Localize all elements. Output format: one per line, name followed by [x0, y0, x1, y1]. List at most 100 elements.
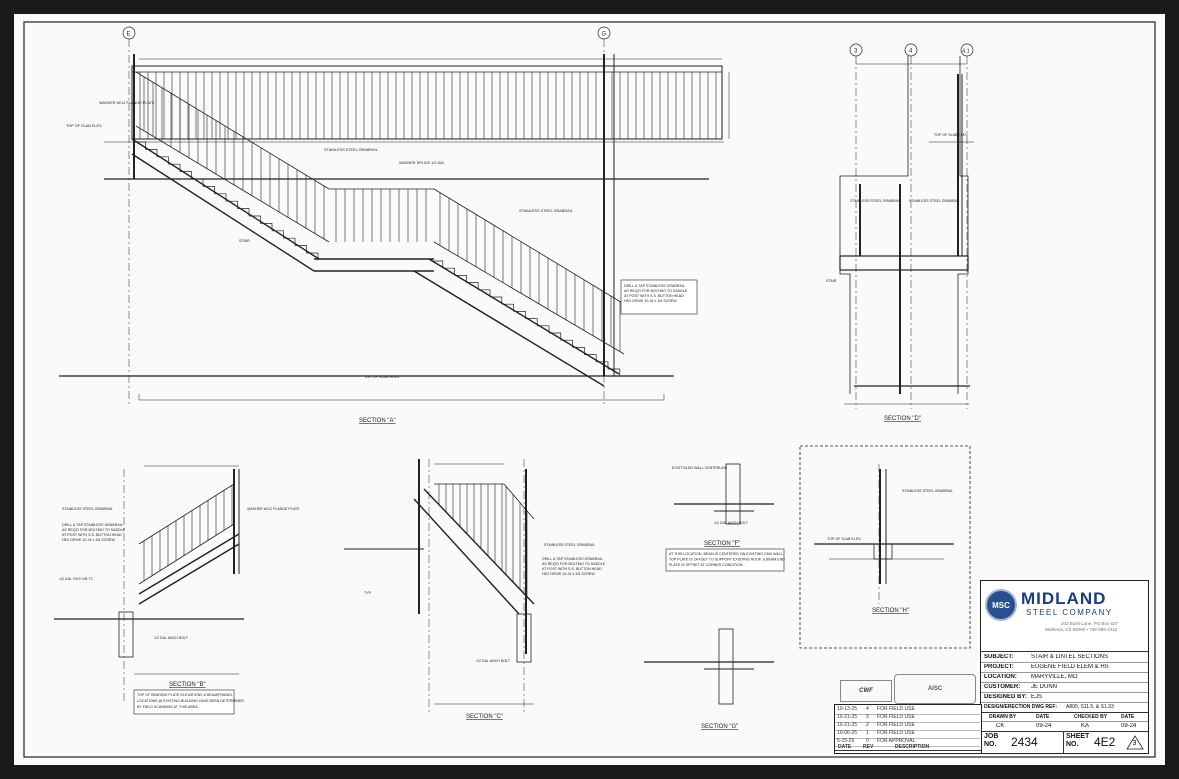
svg-text:E: E	[127, 32, 131, 38]
rev-header-date: DATE	[838, 744, 852, 750]
section-d-title: SECTION "D"	[884, 416, 921, 422]
designed-by-value: EJS	[1031, 694, 1043, 700]
drawn-date-value: 09-24	[1036, 723, 1052, 729]
stair-tread	[525, 318, 538, 326]
sheet-label-2: NO.	[1066, 741, 1079, 748]
stair-tread	[608, 368, 621, 377]
sheet-number: 4E2	[1094, 735, 1116, 749]
ss-grabrail-label-d2: STAINLESS STEEL GRABRAIL	[909, 199, 960, 203]
stair-tread	[442, 267, 455, 276]
typ-label-c: TYP	[364, 591, 372, 595]
ss-grabrail-label-b: STAINLESS STEEL GRABRAIL	[62, 507, 113, 511]
revision-date: 10-06-25	[837, 730, 858, 736]
grid-bubble-4: 4	[904, 43, 918, 57]
revision-description: FOR FIELD USE	[877, 722, 915, 728]
stair-tread	[203, 186, 215, 194]
stair-tread	[537, 325, 550, 333]
stair-tread	[226, 200, 238, 209]
section-g-title: SECTION "G"	[701, 724, 738, 730]
job-label-2: NO.	[984, 741, 997, 748]
stair-tread	[560, 339, 573, 348]
revision-description: FOR FIELD USE	[877, 730, 915, 736]
grid-bubble-3: 3	[849, 43, 863, 57]
drawn-by-value: CK	[996, 723, 1005, 729]
job-label-1: JOB	[984, 733, 999, 740]
stair-tread	[454, 275, 467, 283]
revision-triangle: 3	[1126, 735, 1144, 750]
drill-tap-note-a: DRILL & TAP STAINLESS GRABRAIL AS REQ'D …	[624, 284, 688, 303]
top-slab-label-h: TOP OF SLAB ELEV.	[827, 537, 861, 541]
stair-tread	[572, 347, 585, 355]
washer-splice-label: WASHER SPLICE 1/2 DIA	[399, 161, 444, 165]
subject-value: STAIR & LINTEL SECTIONS	[1031, 654, 1109, 660]
bearing-note: TOP OF BEARING PLATE ELEVATIONS & BEAM/F…	[137, 693, 245, 709]
washer-plate-label-a: WASHER W/12 FLANGE PLATE	[99, 101, 155, 105]
stair-tread	[295, 245, 307, 253]
company-name: MIDLAND	[1021, 589, 1107, 608]
stair-tread	[157, 156, 169, 165]
drawing-sheet: SECTION "A" E G 3 4 4.1 DRILL & TAP STAI…	[14, 14, 1165, 765]
bearing-note-box	[133, 689, 235, 715]
stair-tread	[306, 252, 319, 261]
revision-row: 10-21-25 2 FOR FIELD USE	[835, 721, 980, 731]
stair-tread	[260, 223, 273, 231]
revision-rev: 0	[866, 738, 869, 744]
drill-tap-note-box	[620, 279, 698, 315]
stair-tread	[596, 361, 609, 369]
ss-grabrail-label-a: STAINLESS STEEL GRABRAIL	[324, 148, 378, 152]
section-c-title: SECTION "C"	[466, 714, 503, 720]
stair-tread	[478, 289, 491, 297]
top-slab-label-a2: TOP OF SLAB ELEV.	[364, 375, 400, 379]
stair-tread	[191, 178, 204, 187]
grid-bubble-4-1: 4.1	[960, 43, 974, 57]
section-f-drawing	[674, 463, 774, 525]
subject-label: SUBJECT:	[984, 654, 1014, 660]
grid-bubble-g: G	[597, 26, 611, 40]
svg-text:G: G	[602, 32, 607, 38]
stair-tread	[237, 208, 250, 216]
svg-text:3: 3	[854, 49, 858, 55]
revision-rev: 1	[866, 730, 869, 736]
sheet-border	[23, 21, 1156, 758]
revision-rev: 3	[866, 714, 869, 720]
stair-tread	[501, 303, 514, 312]
revision-date: 10-13-25	[837, 706, 858, 712]
section-b-title: SECTION "B"	[169, 682, 206, 688]
lintel-note-box	[665, 548, 785, 572]
stair-tread	[466, 282, 479, 290]
revision-row: 10-06-25 1 FOR FIELD USE	[835, 729, 980, 739]
revision-number: 3	[1132, 740, 1137, 747]
aisc-logo: AISC	[894, 674, 976, 704]
stair-tread	[549, 332, 562, 341]
stair-tread	[134, 141, 146, 150]
stair-tread	[490, 296, 503, 305]
hilti-label-b: 1/2 DIA. HILTI KB-TZ	[59, 577, 94, 581]
revision-date: 10-21-25	[837, 722, 858, 728]
grid-bubble-e: E	[122, 26, 136, 40]
location-label: LOCATION:	[984, 674, 1017, 680]
title-block: MSC MIDLAND STEEL COMPANY 202 Bosh Lane,…	[980, 580, 1149, 754]
erection-ref-value: A800, S11.5, & S1.33	[1066, 704, 1114, 710]
stair-tread	[584, 354, 597, 362]
section-h-title: SECTION "H"	[872, 608, 909, 614]
stair-tread	[431, 260, 444, 269]
ss-grabrail-label-h: STAINLESS STEEL GRABRAIL	[902, 489, 953, 493]
revision-rev: 2	[866, 722, 869, 728]
job-number: 2434	[1011, 735, 1038, 749]
section-c-drawing	[344, 459, 535, 714]
section-h-drawing	[814, 464, 954, 604]
top-slab-label-a: TOP OF SLAB ELEV.	[66, 124, 102, 128]
rev-header-desc: DESCRIPTION	[895, 744, 930, 750]
project-label: PROJECT:	[984, 664, 1014, 670]
revision-description: FOR FIELD USE	[877, 706, 915, 712]
section-b-pickets	[143, 485, 233, 581]
section-f-title: SECTION "F"	[704, 541, 740, 547]
section-h-frame	[799, 445, 971, 649]
ss-grabrail-label-a2: STAINLESS STEEL GRABRAIL	[519, 209, 573, 213]
stair-label-d: STAIR	[826, 279, 837, 283]
stair-tread	[513, 311, 526, 319]
drill-tap-note-c: DRILL & TAP STAINLESS GRABRAIL AS REQ'D …	[542, 557, 606, 576]
